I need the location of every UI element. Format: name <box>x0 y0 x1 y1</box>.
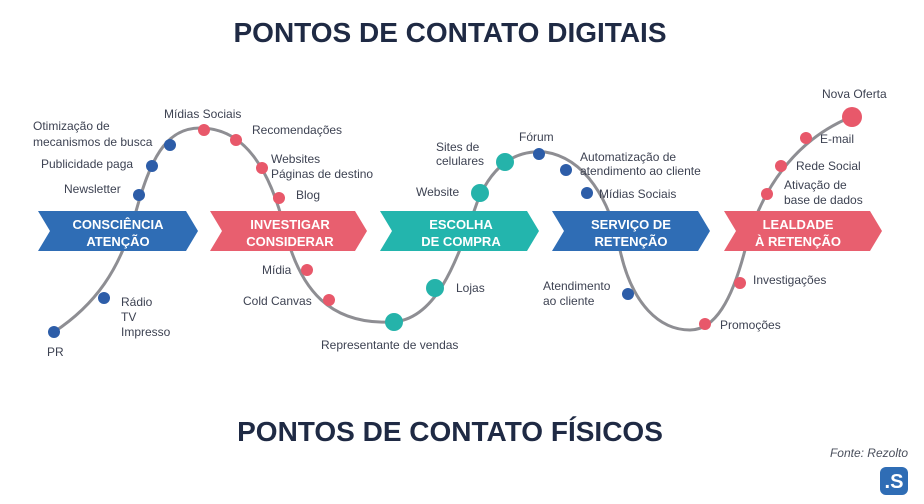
stage-awareness: CONSCIÊNCIA ATENÇÃO <box>38 211 198 251</box>
stage-investigate-line1: INVESTIGAR <box>250 217 330 232</box>
dot-recomendacoes <box>230 134 242 146</box>
label-atendimento-2: ao cliente <box>543 294 595 308</box>
label-representante: Representante de vendas <box>321 338 458 352</box>
stage-investigate-line2: CONSIDERAR <box>246 234 334 249</box>
dot-blog <box>273 192 285 204</box>
dot-midias-sociais <box>198 124 210 136</box>
stage-purchase-line1: ESCOLHA <box>429 217 493 232</box>
label-lojas: Lojas <box>456 281 485 295</box>
dot-publicidade <box>146 160 158 172</box>
label-otimizacao-2: mecanismos de busca <box>33 135 153 149</box>
label-impresso: Impresso <box>121 325 171 339</box>
stage-purchase: ESCOLHA DE COMPRA <box>380 211 539 251</box>
label-websites-1: Websites <box>271 152 320 166</box>
label-investigacoes: Investigações <box>753 273 826 287</box>
dot-atendimento <box>622 288 634 300</box>
label-website: Website <box>416 185 459 199</box>
stage-loyalty-line2: À RETENÇÃO <box>755 234 841 249</box>
dot-midias-sociais-2 <box>581 187 593 199</box>
label-atendimento-1: Atendimento <box>543 279 611 293</box>
dot-websites <box>256 162 268 174</box>
title-digital: PONTOS DE CONTATO DIGITAIS <box>234 17 667 48</box>
label-ativacao-1: Ativação de <box>784 178 847 192</box>
dot-rede-social <box>775 160 787 172</box>
label-websites-2: Páginas de destino <box>271 167 373 181</box>
dot-representante <box>385 313 403 331</box>
label-cold-canvas: Cold Canvas <box>243 294 312 308</box>
source-credit: Fonte: Rezolto <box>830 446 908 460</box>
label-midias-sociais: Mídias Sociais <box>164 107 241 121</box>
label-nova-oferta: Nova Oferta <box>822 87 887 101</box>
stage-retention-service: SERVIÇO DE RETENÇÃO <box>552 211 710 251</box>
dot-website <box>471 184 489 202</box>
dot-email <box>800 132 812 144</box>
stage-loyalty: LEALDADE À RETENÇÃO <box>724 211 882 251</box>
label-email: E-mail <box>820 132 854 146</box>
dot-newsletter <box>133 189 145 201</box>
label-rede-social: Rede Social <box>796 159 861 173</box>
label-automatizacao-1: Automatização de <box>580 150 676 164</box>
stage-loyalty-line1: LEALDADE <box>763 217 834 232</box>
dot-cold-canvas <box>323 294 335 306</box>
dot-investigacoes <box>734 277 746 289</box>
dot-automatizacao <box>560 164 572 176</box>
stage-retention-service-line2: RETENÇÃO <box>595 234 668 249</box>
dot-forum <box>533 148 545 160</box>
brand-logo-text: .S <box>885 471 904 493</box>
title-physical: PONTOS DE CONTATO FÍSICOS <box>237 416 663 447</box>
label-ativacao-2: base de dados <box>784 193 863 207</box>
dot-nova-oferta <box>842 107 862 127</box>
label-sites-celulares-2: celulares <box>436 154 484 168</box>
label-midia: Mídia <box>262 263 292 277</box>
label-midias-sociais-2: Mídias Sociais <box>599 187 676 201</box>
stage-retention-service-line1: SERVIÇO DE <box>591 217 671 232</box>
stage-awareness-line2: ATENÇÃO <box>86 234 149 249</box>
stage-investigate: INVESTIGAR CONSIDERAR <box>210 211 367 251</box>
dot-lojas <box>426 279 444 297</box>
label-automatizacao-2: atendimento ao cliente <box>580 164 701 178</box>
dot-otimizacao <box>164 139 176 151</box>
stage-awareness-line1: CONSCIÊNCIA <box>72 217 164 232</box>
brand-logo: .S <box>880 467 908 495</box>
label-blog: Blog <box>296 188 320 202</box>
dot-pr <box>48 326 60 338</box>
label-publicidade: Publicidade paga <box>41 157 133 171</box>
dot-ativacao <box>761 188 773 200</box>
label-promocoes: Promoções <box>720 318 781 332</box>
stage-purchase-line2: DE COMPRA <box>421 234 501 249</box>
label-recomendacoes: Recomendações <box>252 123 342 137</box>
dot-promocoes <box>699 318 711 330</box>
dot-midia <box>301 264 313 276</box>
label-newsletter: Newsletter <box>64 182 121 196</box>
dot-sites-celulares <box>496 153 514 171</box>
label-radio: Rádio <box>121 295 153 309</box>
label-forum: Fórum <box>519 130 554 144</box>
label-tv: TV <box>121 310 136 324</box>
dot-radio <box>98 292 110 304</box>
label-pr: PR <box>47 345 64 359</box>
label-otimizacao-1: Otimização de <box>33 119 110 133</box>
label-sites-celulares-1: Sites de <box>436 140 480 154</box>
